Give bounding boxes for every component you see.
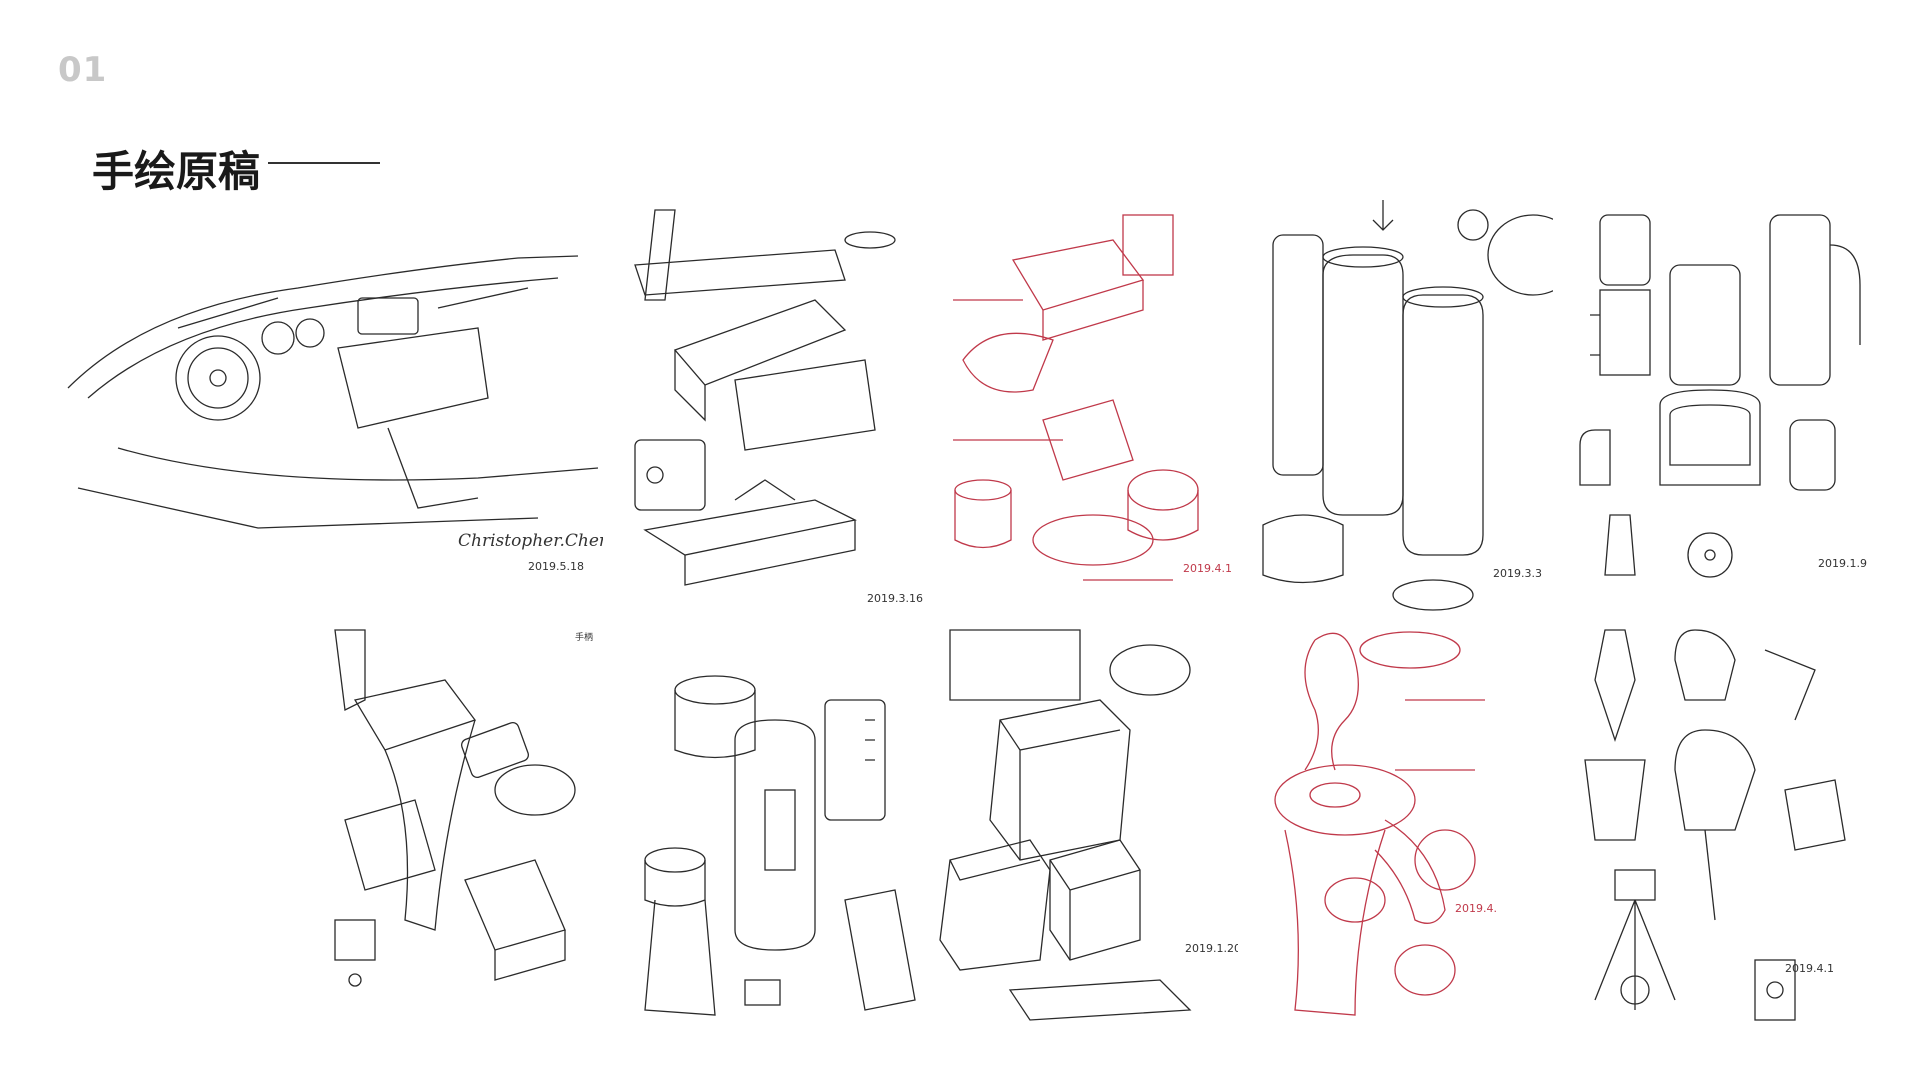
sketch-date: 2019.4.1: [1785, 962, 1834, 975]
sketch-red-organic-forms: 2019.4.: [1245, 620, 1550, 1030]
sketch-blender-bottles: 2019.3.3: [1243, 195, 1553, 620]
sketch-red-device-studies: 2019.4.1: [933, 200, 1238, 615]
title-rule: [268, 162, 380, 164]
sketch-coffee-makers: 2019.1.9: [1560, 195, 1882, 620]
sketch-date: 2019.1.20: [1185, 942, 1238, 955]
sketch-date: 2019.1.9: [1818, 557, 1867, 570]
sketch-grip-device: 手柄: [325, 620, 610, 1030]
page-number: 01: [58, 50, 108, 90]
sketch-note: 手柄: [575, 631, 593, 643]
sketch-box-volumes: 2019.1.20: [930, 620, 1238, 1030]
sketch-signature: Christopher.Cheng: [458, 531, 603, 551]
sketch-date: 2019.3.3: [1493, 567, 1542, 580]
sketch-speaker-router: [615, 620, 925, 1030]
sketch-lamp-tripod: 2019.4.1: [1555, 620, 1882, 1030]
sketch-date: 2019.3.16: [867, 592, 923, 605]
sketch-date: 2019.5.18: [528, 560, 584, 573]
sketch-date: 2019.4.1: [1183, 562, 1232, 575]
sketch-car-dashboard: Christopher.Cheng 2019.5.18: [58, 228, 603, 588]
sketch-handheld-forms: 2019.3.16: [615, 200, 925, 615]
sketch-date: 2019.4.: [1455, 902, 1497, 915]
section-title: 手绘原稿: [92, 147, 261, 196]
